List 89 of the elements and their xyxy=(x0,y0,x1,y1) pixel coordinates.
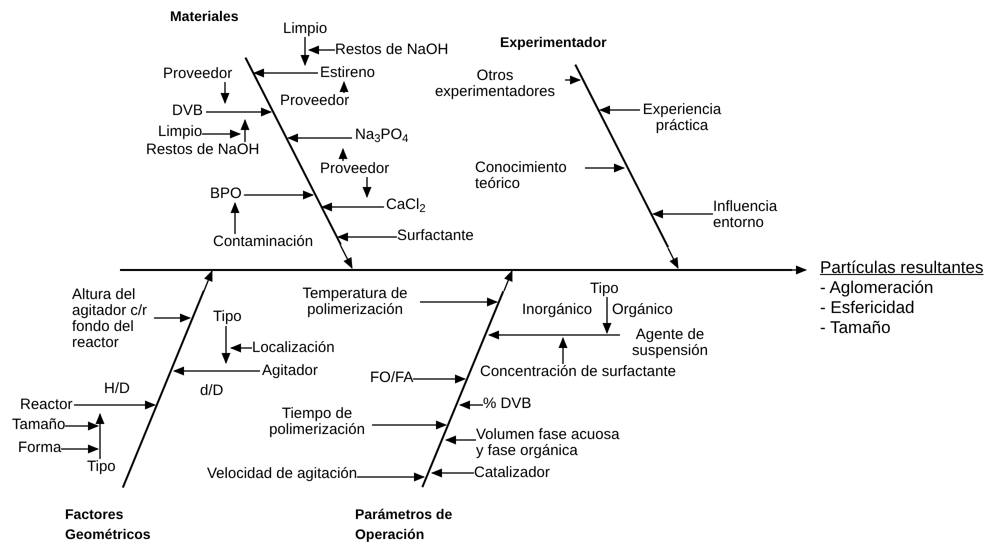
arrow xyxy=(792,266,807,274)
arrow xyxy=(202,130,241,138)
cause-label: Experiencia práctica xyxy=(640,102,724,134)
cause-label: CaCl$_{2}$ xyxy=(386,197,426,213)
arrow xyxy=(253,68,266,78)
cause-label: Concentración de surfactante xyxy=(480,364,676,380)
cause-label: Temperatura de polimerización xyxy=(290,286,420,318)
cause-label: Reactor xyxy=(20,397,73,413)
cause-label: Surfactante xyxy=(397,228,474,244)
arrow xyxy=(300,190,314,200)
arrow xyxy=(357,472,425,482)
arrow xyxy=(96,413,104,428)
arrow xyxy=(652,210,713,218)
cause-label: Agitador xyxy=(262,363,318,379)
arrow xyxy=(413,374,466,384)
arrow xyxy=(173,366,186,376)
arrow xyxy=(459,400,483,410)
cause-label: Restos de NaOH xyxy=(146,142,260,158)
cause-label: Tipo xyxy=(590,281,619,297)
cause-label: Restos de NaOH xyxy=(335,42,448,58)
cause-label: Volumen fase acuosa y fase orgánica xyxy=(476,427,626,459)
option-label: Inorgánico xyxy=(522,302,592,318)
arrow xyxy=(258,108,272,116)
arrow xyxy=(445,436,476,444)
arrow xyxy=(565,76,581,84)
arrow xyxy=(558,337,568,364)
arrow xyxy=(420,298,498,306)
arrow xyxy=(372,420,447,430)
cause-label: Tipo xyxy=(87,459,115,475)
cause-label: Localización xyxy=(252,340,335,356)
category-heading: Factores Geométricos xyxy=(65,504,160,544)
effect-item: - Tamaño xyxy=(820,318,892,338)
arrow xyxy=(222,350,230,364)
arrow xyxy=(65,422,99,430)
cause-label: Limpio xyxy=(158,124,202,140)
arrow xyxy=(488,330,502,340)
cause-label: Influencia entorno xyxy=(713,199,795,231)
arrow xyxy=(338,148,348,161)
arrow xyxy=(667,248,679,269)
category-heading: Materiales xyxy=(170,6,238,26)
cause-label: Tiempo de polimerización xyxy=(262,406,372,438)
cause-label: DVB xyxy=(172,103,203,119)
cause-label: Proveedor xyxy=(320,161,390,177)
arrow xyxy=(203,270,213,292)
category-heading: Experimentador xyxy=(500,32,607,52)
arrow xyxy=(362,177,372,198)
arrow xyxy=(300,37,310,66)
arrow xyxy=(431,468,474,478)
arrow xyxy=(154,314,191,322)
effect-item: - Aglomeración xyxy=(820,278,934,298)
effect-item: - Esfericidad xyxy=(820,298,916,318)
cause-label: Conocimiento teórico xyxy=(475,160,585,192)
arrow xyxy=(503,270,513,292)
cause-label: Altura del agitador c/r fondo del reactor xyxy=(72,287,154,351)
arrow xyxy=(340,244,353,269)
cause-label: Tipo xyxy=(213,309,239,325)
cause-label: Estireno xyxy=(320,65,376,81)
arrow xyxy=(287,134,302,142)
arrow xyxy=(230,202,240,213)
cause-label: Contaminación xyxy=(213,234,314,250)
cause-label: Proveedor xyxy=(280,93,350,109)
cause-label: Otros experimentadores xyxy=(425,68,565,100)
cause-label: Velocidad de agitación xyxy=(207,466,358,482)
cause-label: Catalizador xyxy=(474,465,550,481)
arrow xyxy=(321,202,335,212)
arrow xyxy=(230,344,252,352)
option-label: Orgánico xyxy=(612,302,673,318)
arrow xyxy=(340,81,348,92)
arrow xyxy=(143,400,156,410)
cause-label: FO/FA xyxy=(370,370,414,386)
arrow xyxy=(602,297,612,334)
cause-label: Forma xyxy=(18,440,62,456)
cause-label: Na$_{3}$PO$_{4}$ xyxy=(355,127,408,143)
cause-label: Limpio xyxy=(283,21,328,37)
arrow xyxy=(61,444,99,454)
cause-label: Agente de suspensión xyxy=(631,327,709,359)
arrow xyxy=(220,82,230,104)
arrow xyxy=(337,232,397,242)
effect-title: Partículas resultantes xyxy=(820,258,984,278)
cause-label: Proveedor xyxy=(163,66,232,82)
category-heading: Parámetros de Operación xyxy=(355,504,473,544)
arrow xyxy=(599,106,640,114)
cause-label: BPO xyxy=(210,186,242,202)
arrow xyxy=(308,46,335,54)
arrow xyxy=(240,119,250,142)
cause-label: % DVB xyxy=(483,396,532,412)
cause-label: Tamaño xyxy=(12,417,66,433)
arrow xyxy=(585,164,625,172)
bone-line xyxy=(120,268,792,272)
